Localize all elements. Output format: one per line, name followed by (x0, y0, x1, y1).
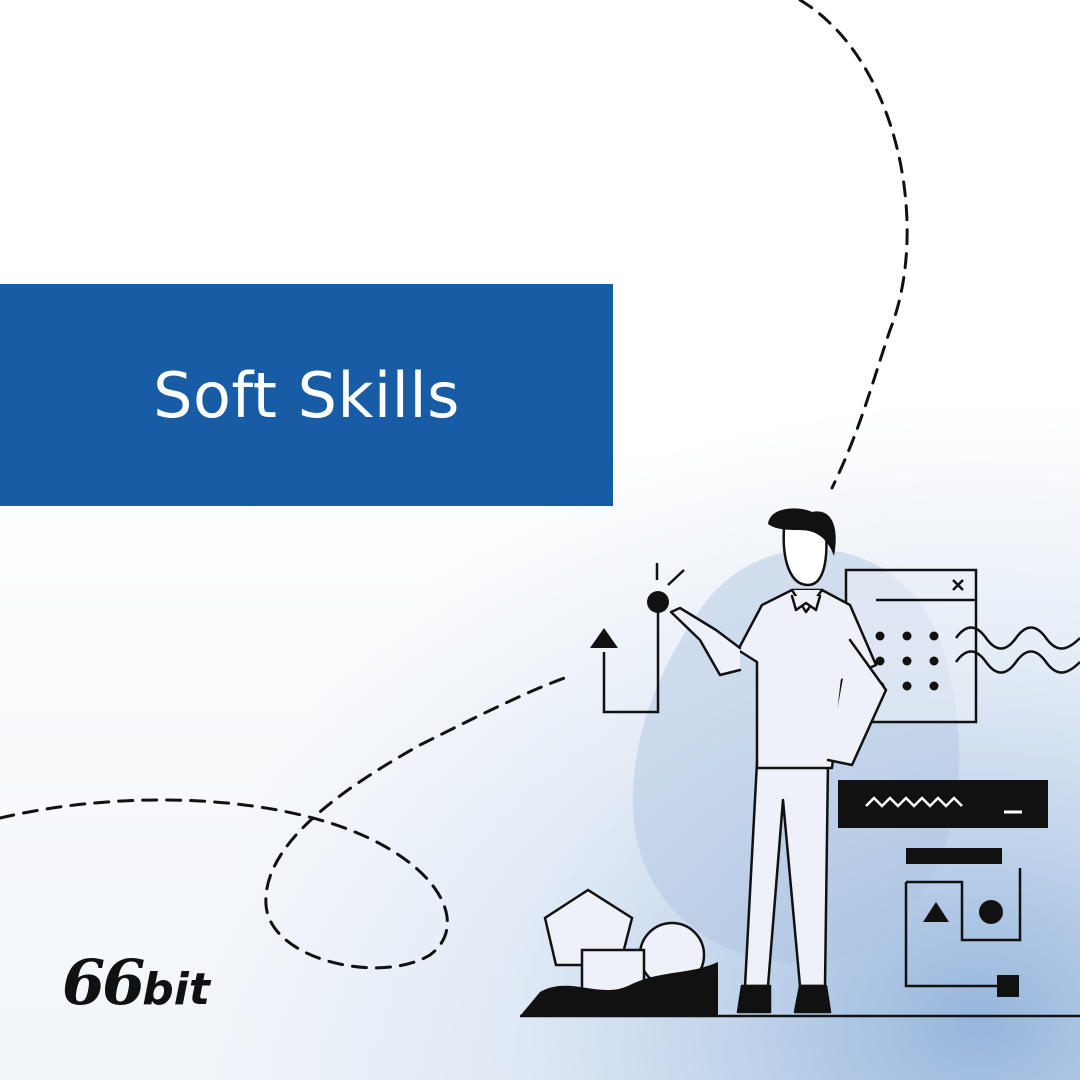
hair (768, 508, 836, 556)
dark-hill (520, 962, 718, 1016)
dashed-path-left (0, 674, 572, 970)
brand-logo: 66bit (62, 952, 210, 1014)
triangle-icon-2 (923, 902, 949, 922)
square-icon (997, 975, 1019, 997)
flow-connector (602, 602, 660, 714)
triangle-icon (590, 628, 618, 648)
title-banner: Soft Skills (0, 284, 613, 506)
wave-line-1 (954, 626, 1080, 650)
logo-word: bit (142, 964, 210, 1015)
person-figure (669, 526, 888, 1014)
logo-number: 66 (62, 946, 145, 1019)
close-icon (952, 579, 964, 591)
circle-icon-2 (979, 900, 1003, 924)
code-zigzag (865, 796, 963, 808)
banner-title: Soft Skills (153, 358, 460, 432)
header-bar (906, 848, 1002, 864)
dashed-path-top (798, 0, 909, 490)
flow-diagram (906, 868, 1022, 942)
circle-icon (647, 591, 669, 613)
wave-line-2 (954, 650, 1080, 674)
